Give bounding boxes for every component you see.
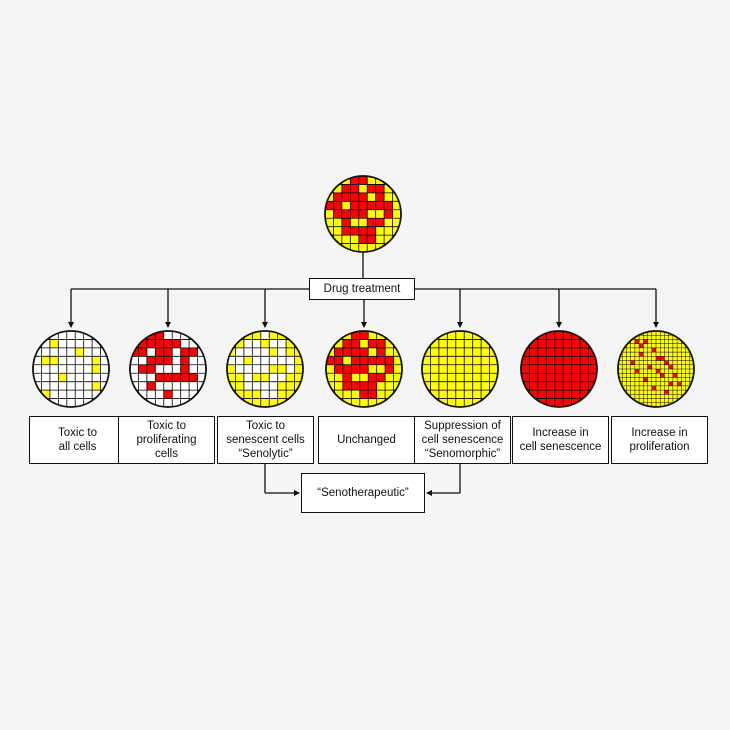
outcome-box-senomorphic: Suppression of cell senescence “Senomorp… <box>414 416 511 464</box>
senotherapeutic-box: “Senotherapeutic” <box>301 473 425 513</box>
dish-unchanged <box>325 330 403 408</box>
outcome-box-toxic-proliferating: Toxic to proliferating cells <box>118 416 215 464</box>
outcome-line: Unchanged <box>337 434 396 446</box>
outcome-line: all cells <box>58 441 97 453</box>
outcome-line: Toxic to <box>58 427 97 439</box>
outcome-line: “Senomorphic” <box>424 448 501 460</box>
outcome-line: Increase in <box>631 427 688 439</box>
outcome-line: Toxic to <box>147 420 186 432</box>
senotherapeutic-label: “Senotherapeutic” <box>317 487 409 499</box>
outcome-line: Toxic to <box>246 420 285 432</box>
dish-senomorphic <box>421 330 499 408</box>
dish-increase-proliferation <box>617 330 695 408</box>
outcome-box-toxic-all: Toxic to all cells <box>29 416 126 464</box>
dish-layer <box>32 175 695 408</box>
outcome-line: proliferating <box>136 434 197 446</box>
outcome-line: Suppression of <box>424 420 501 432</box>
dish-toxic-proliferating <box>129 330 207 408</box>
outcome-box-unchanged: Unchanged <box>318 416 415 464</box>
outcome-line: cell senescence <box>519 441 602 453</box>
dish-increase-senescence <box>520 330 598 408</box>
dish-senolytic <box>226 330 304 408</box>
drug-treatment-box: Drug treatment <box>309 278 415 300</box>
outcome-line: proliferation <box>629 441 690 453</box>
dish-untreated <box>324 175 402 253</box>
outcome-line: cell senescence <box>421 434 504 446</box>
drug-treatment-label: Drug treatment <box>323 283 401 295</box>
outcome-line: cells <box>154 448 178 460</box>
outcome-line: Increase in <box>532 427 589 439</box>
outcome-line: “Senolytic” <box>238 448 293 460</box>
connector-layer <box>68 252 659 496</box>
outcome-box-senolytic: Toxic to senescent cells “Senolytic” <box>217 416 314 464</box>
outcome-box-increase-senescence: Increase in cell senescence <box>512 416 609 464</box>
dish-toxic-all <box>32 330 110 408</box>
outcome-line: senescent cells <box>226 434 305 446</box>
outcome-box-increase-proliferation: Increase in proliferation <box>611 416 708 464</box>
